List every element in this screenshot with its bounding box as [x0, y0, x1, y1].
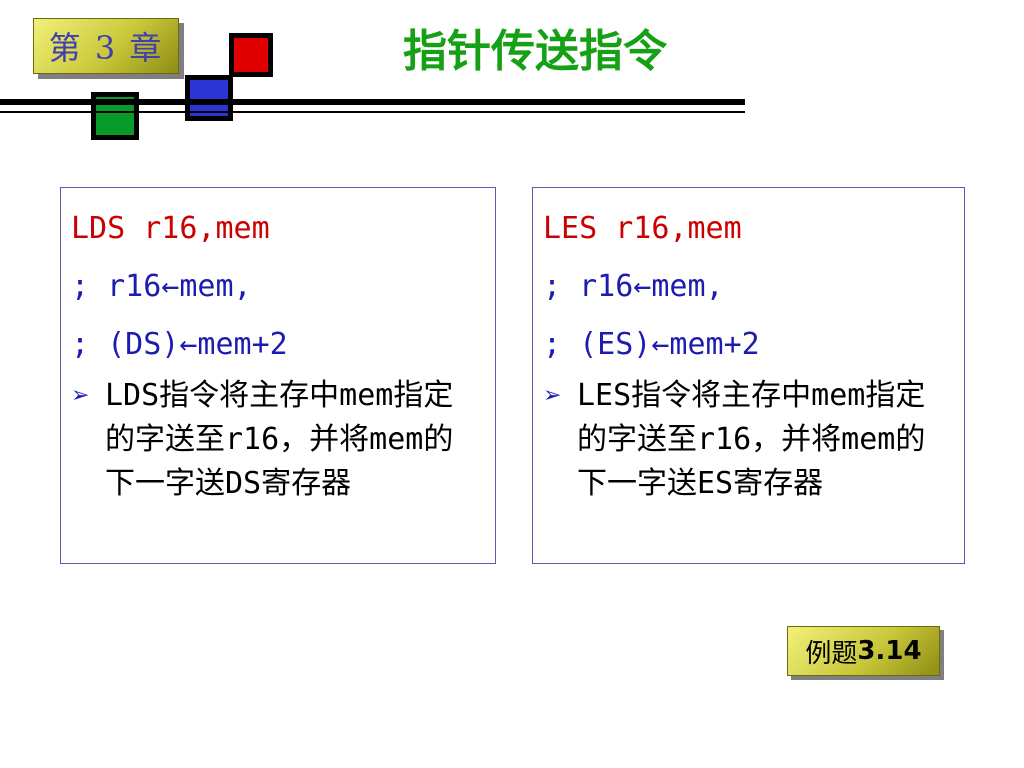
example-number: 3.14	[857, 636, 922, 666]
instruction-line: LDS r16,mem	[71, 211, 270, 246]
comment-line-1: ; r16←mem,	[543, 269, 724, 304]
slide-title: 指针传送指令	[300, 16, 770, 78]
example-prefix: 例题	[805, 638, 858, 669]
comment-line-1: ; r16←mem,	[71, 269, 252, 304]
header-rule-thin	[0, 111, 745, 113]
blue-square-decoration	[185, 75, 233, 121]
bullet-text: LDS指令将主存中mem指定的字送至r16，并将mem的下一字送DS寄存器	[105, 378, 454, 501]
lds-panel: LDS r16,mem ; r16←mem, ; (DS)←mem+2 ➢ LD…	[60, 187, 496, 564]
arrow-bullet-icon: ➢	[71, 383, 90, 408]
comment-line-2: ; (ES)←mem+2	[543, 327, 760, 362]
les-panel: LES r16,mem ; r16←mem, ; (ES)←mem+2 ➢ LE…	[532, 187, 965, 564]
instruction-line: LES r16,mem	[543, 211, 742, 246]
header-rule-thick	[0, 99, 745, 105]
bullet-text: LES指令将主存中mem指定的字送至r16，并将mem的下一字送ES寄存器	[577, 378, 926, 501]
comment-line-2: ; (DS)←mem+2	[71, 327, 288, 362]
bullet-item: ➢ LES指令将主存中mem指定的字送至r16，并将mem的下一字送ES寄存器	[543, 374, 964, 506]
chapter-label: 第 3 章	[48, 29, 164, 67]
chapter-badge: 第 3 章	[33, 18, 179, 74]
arrow-bullet-icon: ➢	[543, 383, 562, 408]
slide-title-text: 指针传送指令	[403, 26, 667, 77]
red-square-decoration	[229, 33, 273, 77]
bullet-item: ➢ LDS指令将主存中mem指定的字送至r16，并将mem的下一字送DS寄存器	[71, 374, 495, 506]
